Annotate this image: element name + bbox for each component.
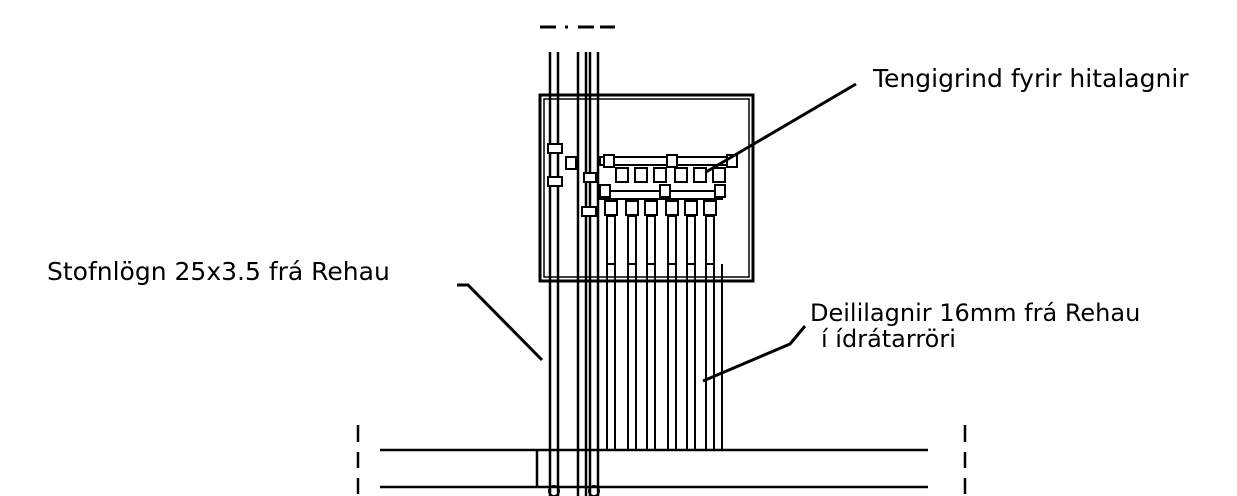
leader-lines [457, 82, 857, 383]
pipe-ends [548, 485, 600, 496]
distribution-label-line2: í ídrátarröri [821, 325, 956, 353]
manifold-label: Tengigrind fyrir hitalagnir [872, 64, 1189, 93]
distribution-label-line1: Deililagnir 16mm frá Rehau [810, 299, 1140, 327]
floor-slab [380, 448, 928, 489]
supply-pipes [548, 52, 600, 496]
supply-pipes-label: Stofnlögn 25x3.5 frá Rehau [47, 257, 390, 286]
distribution-pipes [606, 264, 723, 450]
boundary-lines [356, 425, 967, 494]
manifold-unit [547, 143, 738, 265]
